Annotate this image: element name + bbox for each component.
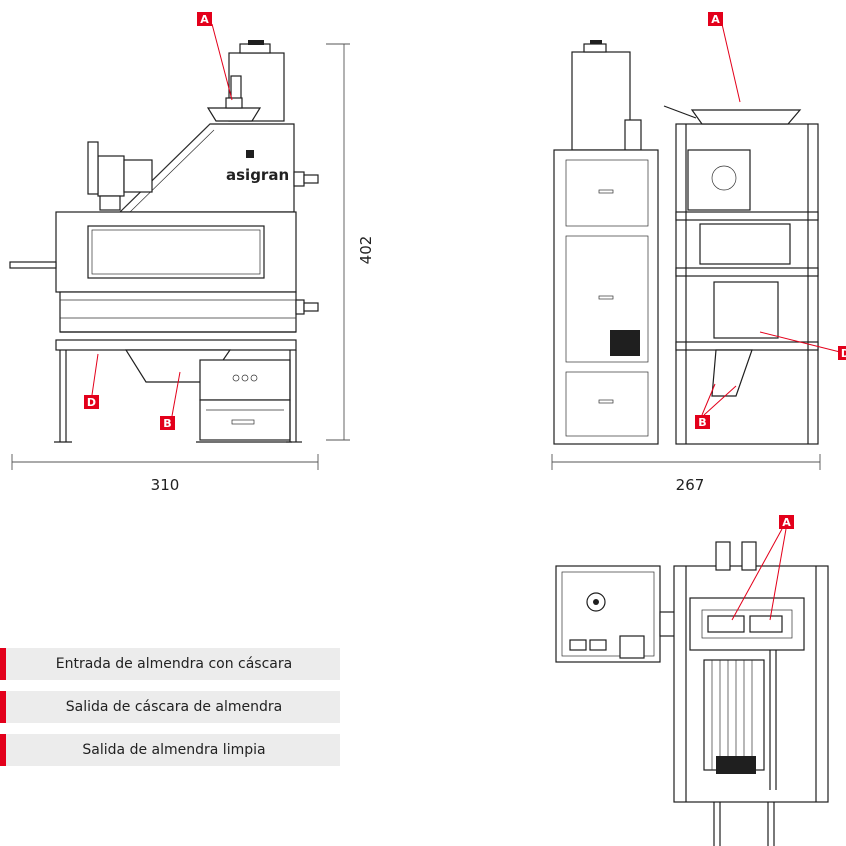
dimension-height: 402 <box>357 236 375 265</box>
front-dimensions: 402 310 <box>11 43 375 494</box>
front-marker-b: B <box>160 416 175 430</box>
svg-text:B: B <box>163 417 171 430</box>
svg-text:D: D <box>87 396 96 409</box>
legend-label: Salida de almendra limpia <box>82 742 266 758</box>
legend-item-shell-outlet: Salida de cáscara de almendra <box>0 691 340 723</box>
top-view <box>555 541 829 846</box>
legend-label: Entrada de almendra con cáscara <box>55 656 293 672</box>
dimension-width-front: 310 <box>151 476 180 494</box>
side-marker-b: B <box>695 415 710 429</box>
front-inlet-funnel <box>206 107 262 122</box>
front-view: asigran <box>9 40 319 443</box>
top-marker-a: A <box>779 515 794 529</box>
side-cabinet <box>553 149 659 445</box>
side-dimensions: 267 <box>551 454 821 494</box>
front-marker-d: D <box>84 395 99 409</box>
dimension-width-side: 267 <box>676 476 705 494</box>
svg-text:A: A <box>200 13 209 26</box>
svg-text:D: D <box>841 347 846 360</box>
legend-label: Salida de cáscara de almendra <box>65 699 283 715</box>
side-view <box>553 40 819 445</box>
front-motor <box>97 155 125 197</box>
side-marker-a: A <box>708 12 723 26</box>
legend-item-inlet: Entrada de almendra con cáscara <box>0 648 340 680</box>
legend-swatch <box>0 734 6 766</box>
legend-item-clean-outlet: Salida de almendra limpia <box>0 734 340 766</box>
svg-text:A: A <box>782 516 791 529</box>
svg-text:A: A <box>711 13 720 26</box>
side-marker-d: D <box>838 346 846 360</box>
svg-text:B: B <box>698 416 706 429</box>
brand-logo: asigran <box>226 166 289 184</box>
front-marker-a: A <box>197 12 212 26</box>
legend-swatch <box>0 691 6 723</box>
legend-swatch <box>0 648 6 680</box>
